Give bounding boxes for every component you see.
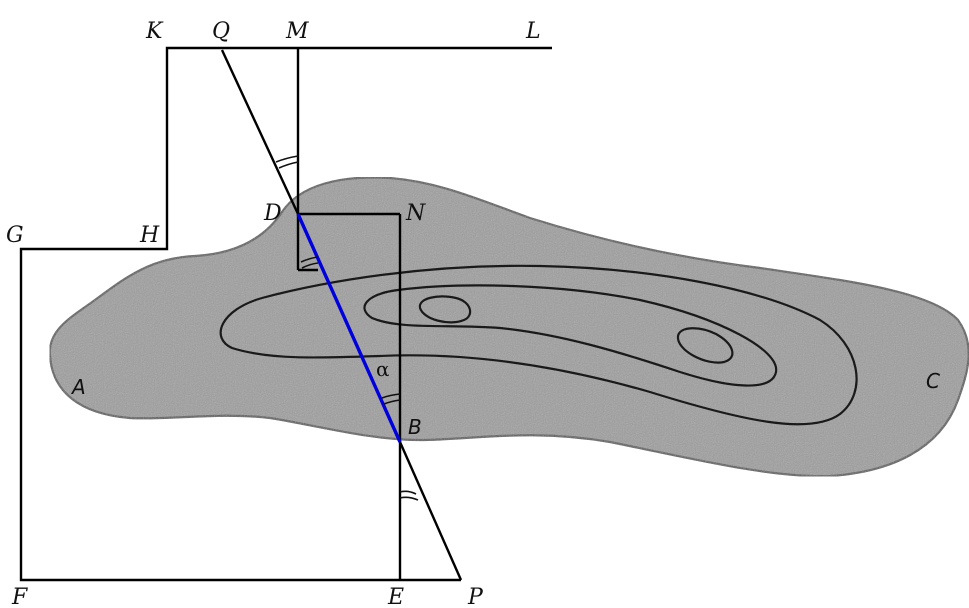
label-L: L: [525, 19, 541, 44]
survey-outline-west: [19, 46, 552, 582]
contour-middle: [363, 284, 778, 387]
segment-DB-highlight: [296, 213, 402, 443]
contour-peak-left: [418, 295, 472, 324]
angle-marks: [275, 155, 419, 501]
label-A: A: [70, 375, 86, 399]
label-P: P: [467, 585, 484, 608]
label-N: N: [405, 201, 426, 226]
contour-peak-right: [676, 327, 734, 364]
label-E: E: [387, 585, 404, 608]
label-K: K: [145, 19, 164, 44]
label-H: H: [139, 223, 160, 248]
label-B: B: [408, 415, 422, 439]
island-terrain: [48, 176, 969, 478]
label-D: D: [263, 201, 282, 226]
label-alpha: α: [376, 357, 390, 381]
segment-QD: [220, 49, 300, 215]
segment-BP: [398, 441, 463, 581]
label-G: G: [6, 223, 24, 248]
label-M: M: [285, 19, 309, 44]
label-C: C: [926, 369, 940, 393]
label-F: F: [11, 585, 28, 608]
label-Q: Q: [212, 19, 230, 44]
contour-outer: [219, 264, 858, 426]
